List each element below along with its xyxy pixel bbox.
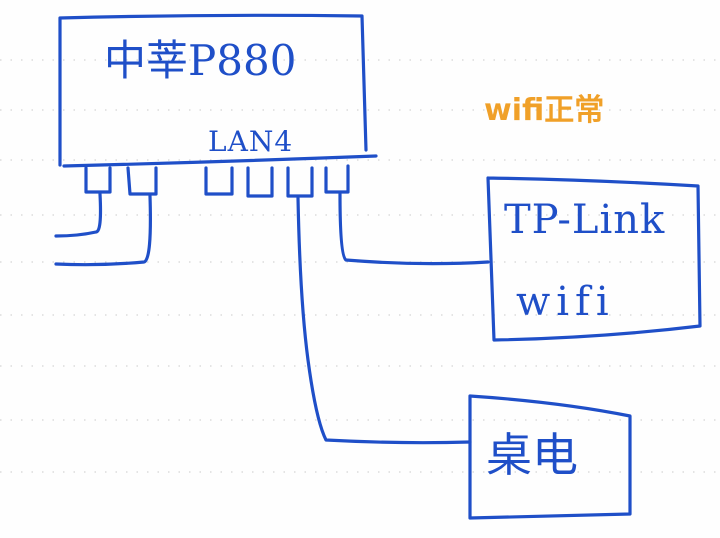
port-3 (204, 166, 234, 196)
wifi-status-note: wifi正常 (484, 93, 605, 128)
ruled-lines (0, 59, 720, 473)
port-4 (246, 166, 274, 198)
tplink-label-line2: wifi (516, 279, 615, 325)
port-1 (84, 166, 112, 194)
router-box (58, 13, 378, 168)
desktop-box (468, 394, 632, 520)
tplink-box (486, 176, 702, 342)
router-ports (84, 164, 350, 198)
wire-to-tplink (338, 192, 490, 266)
port-5 (286, 166, 314, 198)
port-6 (324, 164, 350, 194)
wire-left-2 (54, 194, 152, 267)
wire-to-desktop (296, 196, 472, 445)
router-port-label: LAN4 (208, 125, 294, 158)
router-label: 中莘P880 (104, 36, 297, 85)
desktop-label: 桌电 (486, 428, 578, 482)
wire-left-1 (54, 192, 103, 238)
tplink-label-line1: TP-Link (504, 197, 666, 243)
port-2 (126, 166, 158, 196)
